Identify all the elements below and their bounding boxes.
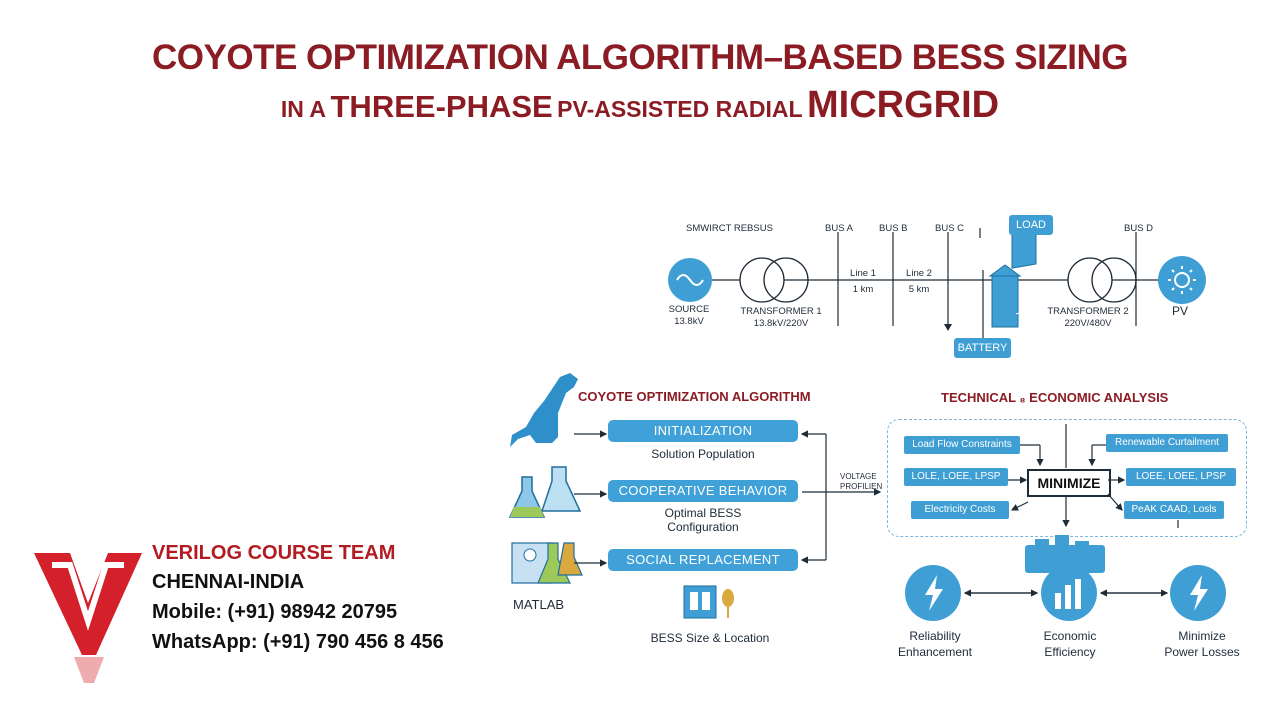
source-voltage: 13.8kV (674, 316, 704, 327)
line-1-text: Line 1 (850, 268, 876, 279)
bess-icon (683, 585, 734, 619)
reliability-text-1: Reliability (909, 629, 961, 643)
transformer-2-label: TRANSFORMER 2 220V/480V (1040, 306, 1136, 330)
minimize-losses-text-1: Minimize (1178, 629, 1226, 643)
matlab-label: MATLAB (513, 597, 565, 612)
source-label: SOURCE 13.8kV (660, 304, 718, 328)
optimal-bess-label: Optimal BESS Configuration (608, 506, 798, 534)
lole-left-box: LOLE, LOEE, LPSP (904, 468, 1008, 486)
pv-sun-icon (1158, 256, 1206, 304)
bess-size-location-label: BESS Size & Location (650, 631, 770, 645)
minimize-losses-label: Minimize Power Losses (1152, 628, 1252, 660)
initialization-box: INITIALIZATION (608, 420, 798, 442)
cooperative-behavior-box: COOPERATIVE BEHAVIOR (608, 480, 798, 502)
load-flow-box: Load Flow Constraints (904, 436, 1020, 454)
circuit-diagram (668, 228, 1206, 338)
title-line-2: IN A THREE-PHASE PV-ASSISTED RADIAL MICR… (0, 84, 1280, 127)
transformer-2-voltage: 220V/480V (1064, 318, 1112, 329)
title-microgrid: MICRGRID (806, 84, 1000, 126)
bus-b-label: BUS B (879, 223, 908, 234)
economic-label: Economic Efficiency (1025, 628, 1115, 660)
line-2-length: 5 km (908, 284, 930, 295)
outcome-icons (905, 535, 1226, 621)
voltage-text-1: VOLTAGE (840, 472, 877, 481)
pv-label: PV (1172, 304, 1189, 318)
source-text: SOURCE (668, 304, 710, 315)
coa-arrows (574, 430, 882, 567)
social-replacement-box: SOCIAL REPLACEMENT (608, 549, 798, 571)
bus-d-label: BUS D (1124, 223, 1154, 234)
analysis-heading: TECHNICAL ₈ ECONOMIC ANALYSIS (941, 390, 1169, 405)
optimal-bess-text-2: Configuration (667, 520, 739, 534)
line-1-length: 1 km (852, 284, 874, 295)
team-name: VERILOG COURSE TEAM (152, 542, 396, 564)
analysis-arrows (1008, 424, 1179, 528)
solution-population-label: Solution Population (651, 447, 755, 461)
verilog-logo (34, 553, 142, 683)
transformer-1-voltage: 13.8kV/220V (753, 318, 809, 329)
optimal-bess-text-1: Optimal BESS (664, 506, 742, 520)
title-in-a: IN A (280, 96, 327, 122)
transformer-1-label: TRANSFORMER 1 13.8kV/220V (733, 306, 829, 330)
reliability-text-2: Enhancement (897, 645, 973, 659)
renewable-box: Renewable Curtailment (1106, 434, 1228, 452)
coyote-icon (510, 373, 578, 447)
voltage-text-2: PROFILIEN (840, 482, 883, 491)
electricity-costs-box: Electricity Costs (911, 501, 1009, 519)
title-line-1: COYOTE OPTIMIZATION ALGORITHM–BASED BESS… (152, 38, 1128, 77)
load-building-icon (991, 274, 1019, 328)
coa-heading: COYOTE OPTIMIZATION ALGORITHM (578, 389, 811, 404)
bus-c-label: BUS C (935, 223, 965, 234)
whatsapp-text: WhatsApp: (+91) 790 456 8 456 (152, 631, 444, 653)
transformer-1-symbol (739, 257, 785, 303)
minimize-losses-text-2: Power Losses (1164, 645, 1240, 659)
transformer-2-symbol (1067, 257, 1113, 303)
title-three-phase: THREE-PHASE (330, 89, 553, 124)
economic-text-2: Efficiency (1044, 645, 1096, 659)
lole-right-box: LOEE, LOEE, LPSP (1126, 468, 1236, 486)
coa-icons (508, 373, 583, 584)
title-pv-assisted: PV-ASSISTED RADIAL (557, 96, 803, 122)
city-text: CHENNAI-INDIA (152, 571, 305, 593)
transformer-1-text: TRANSFORMER 1 (740, 306, 822, 317)
transformer-2-text: TRANSFORMER 2 (1047, 306, 1129, 317)
load-box: LOAD (1009, 215, 1053, 235)
line-1-label: Line 1 1 km (838, 266, 888, 298)
smart-bus-label: SMWIRCT REBSUS (686, 223, 773, 234)
mobile-text: Mobile: (+91) 98942 20795 (152, 601, 398, 623)
reliability-label: Reliability Enhancement (890, 628, 980, 660)
minimize-box: MINIMIZE (1027, 469, 1111, 497)
line-2-label: Line 2 5 km (894, 266, 944, 298)
line-2-text: Line 2 (906, 268, 932, 279)
battery-box: BATTERY (954, 338, 1011, 358)
economic-text-1: Economic (1043, 629, 1097, 643)
voltage-profile-label: VOLTAGE PROFILIEN (840, 472, 882, 492)
peak-box: PeAK CAAD, Losls (1124, 501, 1224, 519)
bus-a-label: BUS A (825, 223, 853, 234)
